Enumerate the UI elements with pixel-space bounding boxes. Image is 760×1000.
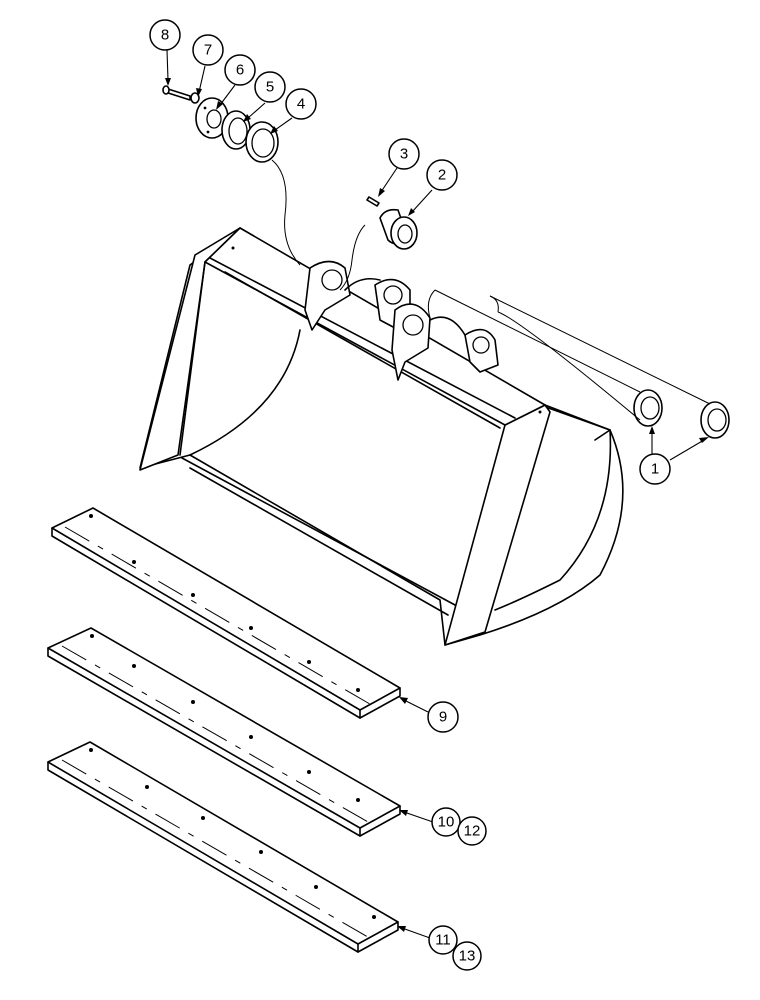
part-4-shim	[245, 121, 279, 163]
bracket-right-pin-hole	[402, 314, 424, 336]
part-1-bushing-b	[700, 401, 730, 439]
bracket-right-rear-pin-hole	[472, 336, 490, 354]
callout-7: 7	[192, 34, 224, 66]
callout-5: 5	[254, 71, 286, 103]
bucket-inner-curve	[189, 329, 301, 456]
left-plate-edge	[179, 261, 206, 456]
assembly-line-2	[339, 224, 366, 291]
bucket-back-edge	[544, 404, 611, 441]
callout-9-label: 9	[439, 709, 447, 726]
callout-12: 12	[457, 816, 487, 846]
callout-11: 11	[428, 925, 458, 955]
bucket-inner-right-curve	[494, 429, 612, 611]
part-10-cutting-edge	[47, 627, 401, 837]
bucket-cutting-edge	[181, 457, 456, 606]
callout-leaders	[165, 49, 709, 939]
callout-11-label: 11	[435, 932, 451, 949]
callout-9: 9	[427, 701, 459, 733]
callout-2-label: 2	[438, 167, 446, 184]
bucket-cutting-edge-lower	[189, 467, 449, 616]
callout-13-label: 13	[459, 948, 476, 965]
callout-4-label: 4	[297, 96, 305, 113]
callout-7-label: 7	[204, 42, 212, 59]
part-5-shim	[221, 110, 251, 150]
callout-2: 2	[426, 159, 458, 191]
callout-6: 6	[224, 54, 256, 86]
top-beam-ridge-2	[224, 271, 501, 429]
callout-3: 3	[388, 138, 420, 170]
callout-3-label: 3	[400, 146, 408, 163]
callout-13: 13	[452, 941, 482, 971]
bucket-rivet	[538, 410, 542, 414]
part-3-roll-pin	[366, 196, 380, 207]
bucket-left-side-plate	[139, 227, 241, 471]
callout-8: 8	[149, 19, 181, 51]
bucket-rivet	[231, 246, 235, 250]
bracket-left-rear-pin-hole	[383, 285, 403, 305]
callout-5-label: 5	[266, 79, 274, 96]
assembly-line-4	[271, 159, 301, 266]
part-1-bushing-a	[633, 389, 663, 427]
callout-10: 10	[431, 807, 461, 837]
part-7-washer	[190, 92, 200, 104]
callout-1-label: 1	[651, 461, 659, 478]
assembly-line-1b	[489, 295, 711, 405]
callout-6-label: 6	[236, 62, 244, 79]
bracket-left-pin-hole	[321, 269, 343, 291]
callout-1: 1	[639, 453, 671, 485]
part-9-cutting-edge	[51, 507, 401, 719]
bracket-link-2	[429, 316, 466, 336]
bracket-link	[344, 277, 381, 291]
callout-12-label: 12	[464, 823, 481, 840]
part-11-cutting-edge	[47, 741, 399, 953]
assembly-line-1c	[497, 311, 641, 421]
assembly-line-1e	[489, 295, 499, 313]
assembly-line-1d	[427, 289, 436, 319]
part-2-bushing	[379, 208, 418, 250]
loader-bucket	[139, 227, 624, 646]
part-8-bolt	[162, 85, 191, 101]
callout-8-label: 8	[161, 27, 169, 44]
callout-4: 4	[285, 88, 317, 120]
top-beam-ridge	[209, 257, 516, 419]
assembly-line-1a	[434, 289, 641, 393]
callout-10-label: 10	[438, 814, 455, 831]
